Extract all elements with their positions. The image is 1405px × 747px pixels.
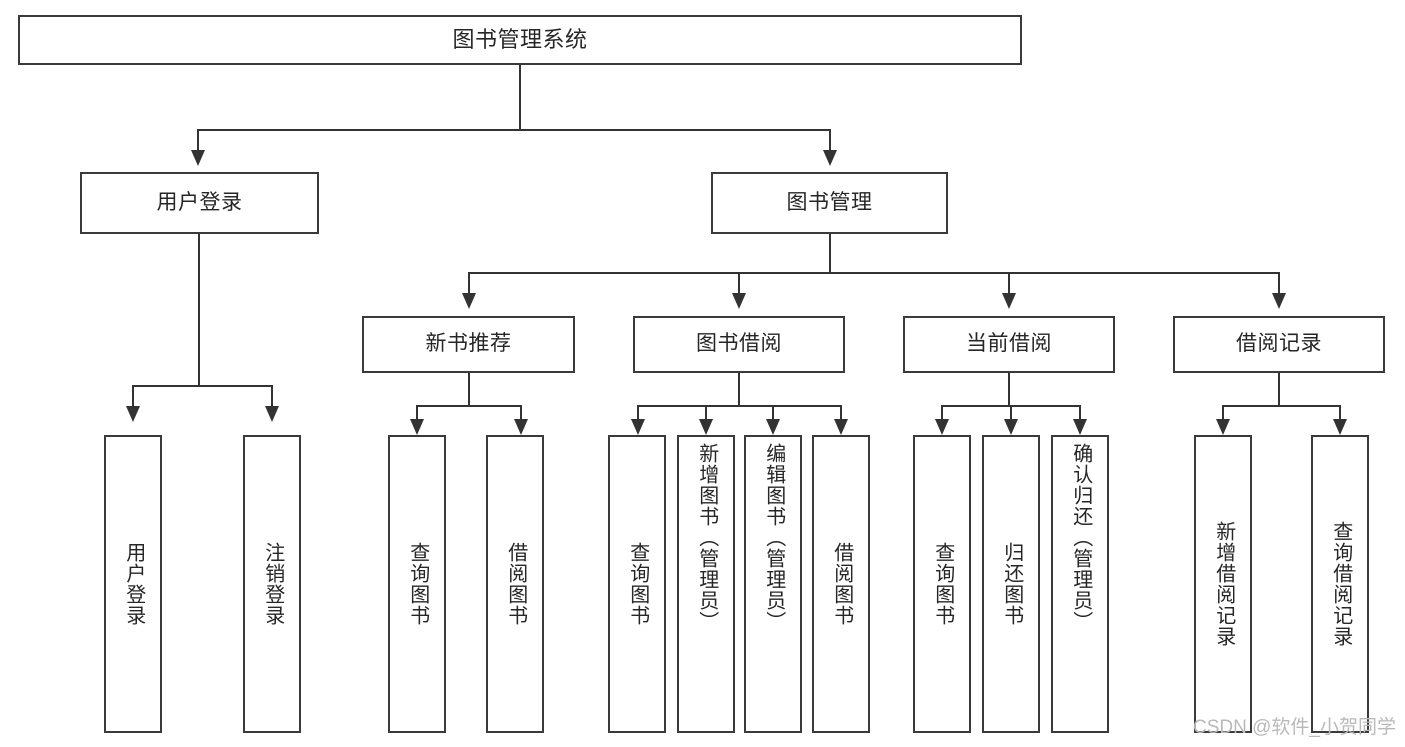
node-user-login-label: 用户登录 xyxy=(156,190,243,214)
connector-cb-to-leaf3 xyxy=(1079,405,1081,421)
connector-nb-to-leaf1 xyxy=(416,405,418,421)
node-book-management[interactable]: 图书管理 xyxy=(711,172,948,234)
leaf-edit-book[interactable]: 编辑图书（管理员） xyxy=(744,435,802,733)
connector-new-book-bus xyxy=(416,405,521,407)
connector-nb-to-leaf2 xyxy=(520,405,522,421)
leaf-query-book-2[interactable]: 查询图书 xyxy=(608,435,666,733)
connector-root-bus xyxy=(197,129,831,131)
connector-cb-to-leaf1 xyxy=(941,405,943,421)
csdn-watermark: CSDN @软件_小贺同学 xyxy=(1193,717,1396,738)
connector-root-to-user-login xyxy=(197,129,199,151)
leaf-query-book-2-label: 查询图书 xyxy=(626,542,649,626)
connector-user-login-to-leaf2 xyxy=(271,385,273,407)
leaf-user-logout[interactable]: 注销登录 xyxy=(243,435,301,733)
arrow-to-leaf-add-book xyxy=(699,419,713,435)
arrow-to-book-management xyxy=(823,150,837,166)
leaf-query-book-3[interactable]: 查询图书 xyxy=(913,435,971,733)
node-book-borrow-label: 图书借阅 xyxy=(696,332,782,356)
leaf-query-record-label: 查询借阅记录 xyxy=(1329,521,1352,647)
arrow-to-leaf-add-record xyxy=(1216,419,1230,435)
leaf-user-login[interactable]: 用户登录 xyxy=(104,435,162,733)
leaf-edit-book-label: 编辑图书（管理员） xyxy=(762,443,785,632)
connector-bb-to-leaf4 xyxy=(840,405,842,421)
connector-book-borrow-bus xyxy=(637,405,841,407)
connector-bm-to-borrow-record xyxy=(1278,272,1280,294)
leaf-borrow-book-2[interactable]: 借阅图书 xyxy=(812,435,870,733)
connector-root-to-book-management xyxy=(829,129,831,151)
connector-bb-to-leaf2 xyxy=(705,405,707,421)
arrow-to-leaf-query-book-3 xyxy=(935,419,949,435)
node-new-book-recommend-label: 新书推荐 xyxy=(425,332,512,356)
leaf-confirm-return-label: 确认归还（管理员） xyxy=(1069,443,1092,632)
arrow-to-leaf-borrow-book-1 xyxy=(514,419,528,435)
connector-user-login-stem xyxy=(198,234,200,386)
leaf-add-record-label: 新增借阅记录 xyxy=(1212,521,1235,647)
leaf-add-record[interactable]: 新增借阅记录 xyxy=(1194,435,1252,733)
leaf-query-book-3-label: 查询图书 xyxy=(931,542,954,626)
leaf-borrow-book-1-label: 借阅图书 xyxy=(504,542,527,626)
node-borrow-record-label: 借阅记录 xyxy=(1236,332,1322,356)
connector-bb-to-leaf1 xyxy=(637,405,639,421)
node-book-borrow[interactable]: 图书借阅 xyxy=(633,316,845,373)
connector-user-login-to-leaf1 xyxy=(132,385,134,407)
connector-bm-to-new-book xyxy=(468,272,470,294)
connector-cb-to-leaf2 xyxy=(1010,405,1012,421)
leaf-add-book[interactable]: 新增图书（管理员） xyxy=(677,435,735,733)
leaf-query-book-1[interactable]: 查询图书 xyxy=(388,435,446,733)
connector-book-management-stem xyxy=(829,234,831,273)
connector-user-login-bus xyxy=(132,385,272,387)
node-root[interactable]: 图书管理系统 xyxy=(18,15,1022,65)
leaf-add-book-label: 新增图书（管理员） xyxy=(695,443,718,632)
connector-new-book-stem xyxy=(468,373,470,406)
arrow-to-leaf-user-logout xyxy=(265,406,279,422)
connector-borrow-record-bus xyxy=(1222,405,1340,407)
connector-bb-to-leaf3 xyxy=(772,405,774,421)
connector-br-to-leaf2 xyxy=(1339,405,1341,421)
arrow-to-leaf-edit-book xyxy=(766,419,780,435)
arrow-to-leaf-return-book xyxy=(1004,419,1018,435)
connector-book-borrow-stem xyxy=(738,373,740,406)
arrow-to-leaf-query-book-1 xyxy=(410,419,424,435)
leaf-return-book[interactable]: 归还图书 xyxy=(982,435,1040,733)
node-new-book-recommend[interactable]: 新书推荐 xyxy=(362,316,575,373)
leaf-return-book-label: 归还图书 xyxy=(1000,542,1023,626)
node-user-login[interactable]: 用户登录 xyxy=(80,172,319,234)
node-root-label: 图书管理系统 xyxy=(452,27,588,53)
node-current-borrow[interactable]: 当前借阅 xyxy=(903,316,1115,373)
arrow-to-leaf-query-record xyxy=(1333,419,1347,435)
leaf-query-record[interactable]: 查询借阅记录 xyxy=(1311,435,1369,733)
connector-br-to-leaf1 xyxy=(1222,405,1224,421)
arrow-to-borrow-record xyxy=(1272,293,1286,309)
node-current-borrow-label: 当前借阅 xyxy=(966,332,1052,356)
connector-bm-to-current-borrow xyxy=(1008,272,1010,294)
arrow-to-book-borrow xyxy=(732,293,746,309)
arrow-to-current-borrow xyxy=(1002,293,1016,309)
connector-borrow-record-stem xyxy=(1278,373,1280,406)
leaf-borrow-book-2-label: 借阅图书 xyxy=(830,542,853,626)
arrow-to-leaf-confirm-return xyxy=(1073,419,1087,435)
leaf-user-login-label: 用户登录 xyxy=(122,542,145,626)
arrow-to-user-login xyxy=(191,150,205,166)
arrow-to-new-book-recommend xyxy=(462,293,476,309)
connector-root-stem xyxy=(519,65,521,130)
node-borrow-record[interactable]: 借阅记录 xyxy=(1173,316,1385,373)
connector-book-management-bus xyxy=(468,272,1278,274)
connector-current-borrow-stem xyxy=(1008,373,1010,406)
leaf-query-book-1-label: 查询图书 xyxy=(406,542,429,626)
leaf-borrow-book-1[interactable]: 借阅图书 xyxy=(486,435,544,733)
arrow-to-leaf-user-login xyxy=(126,406,140,422)
leaf-user-logout-label: 注销登录 xyxy=(261,542,284,626)
arrow-to-leaf-query-book-2 xyxy=(631,419,645,435)
connector-bm-to-book-borrow xyxy=(738,272,740,294)
leaf-confirm-return[interactable]: 确认归还（管理员） xyxy=(1051,435,1109,733)
arrow-to-leaf-borrow-book-2 xyxy=(834,419,848,435)
node-book-management-label: 图书管理 xyxy=(786,190,873,214)
